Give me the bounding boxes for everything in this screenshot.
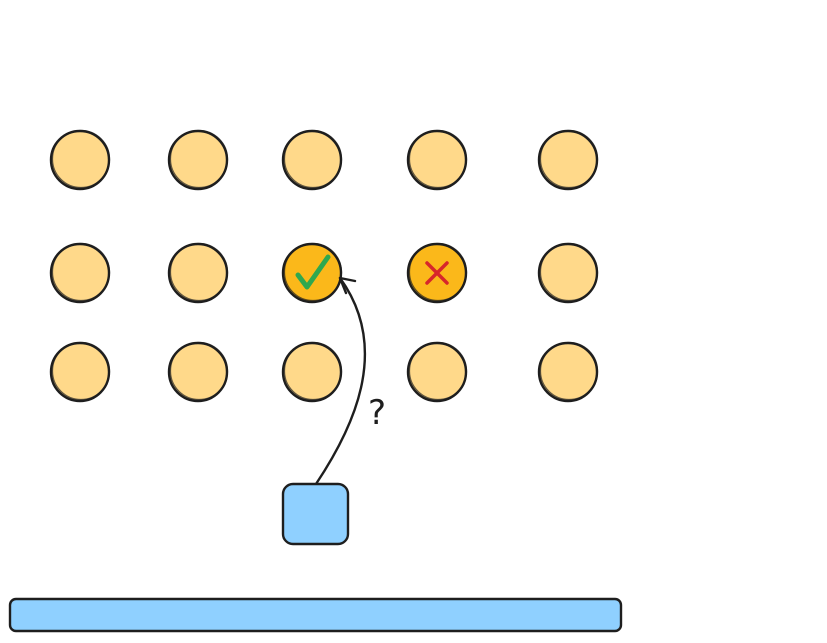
cross-icon [425,261,449,285]
ball-outline [283,129,343,189]
ball-outline [51,129,111,189]
ball-outline [283,341,343,401]
ball-outline [539,242,599,302]
player-block [281,482,350,546]
ball-outline [169,242,229,302]
ball-outline [51,242,111,302]
ball-outline [408,242,468,302]
ball-outline [408,129,468,189]
ball-outline [539,341,599,401]
ball-outline [283,242,343,302]
ball-grid [49,129,599,403]
ball-outline [539,129,599,189]
question-mark: ? [368,393,386,433]
ball-outline [408,341,468,401]
trajectory-arrow [314,276,366,486]
arrow-head [338,276,357,295]
ball-outline [51,341,111,401]
paddle-bar [8,597,623,633]
ball-outline [169,341,229,401]
ball-outline [169,129,229,189]
check-icon [295,254,331,290]
